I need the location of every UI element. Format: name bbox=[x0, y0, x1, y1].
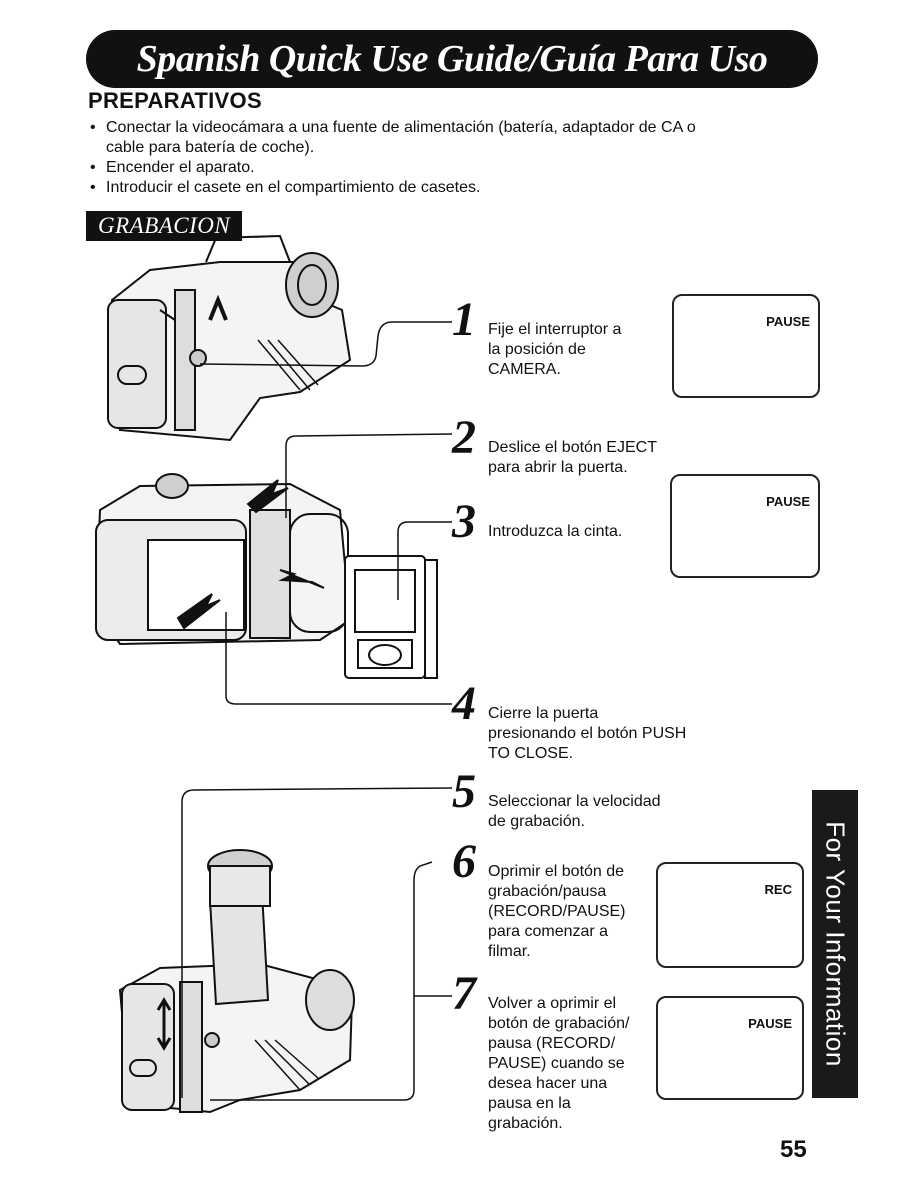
step-4-text: Cierre la puerta presionando el botón PU… bbox=[488, 704, 748, 764]
viewfinder-screen-1: PAUSE bbox=[672, 294, 820, 398]
step-1-number: 1 bbox=[452, 293, 476, 346]
step-7-line-7: grabación. bbox=[488, 1115, 563, 1132]
preparativos-heading: PREPARATIVOS bbox=[88, 88, 262, 113]
step-4-line-2: presionando el botón PUSH bbox=[488, 725, 687, 742]
camcorder-illustration-2 bbox=[94, 473, 438, 679]
camcorder-illustration-3 bbox=[118, 849, 355, 1114]
step-1-line-2: la posición de bbox=[488, 341, 586, 358]
screen-2-status: PAUSE bbox=[766, 494, 810, 509]
step-4-line-3: TO CLOSE. bbox=[488, 745, 574, 762]
step-7-line-2: botón de grabación/ bbox=[488, 1015, 630, 1032]
step-2-text: Deslice el botón EJECT para abrir la pue… bbox=[488, 438, 708, 478]
grabacion-heading: GRABACION bbox=[86, 211, 243, 241]
step-3-text: Introduzca la cinta. bbox=[488, 522, 688, 542]
step-6-line-5: filmar. bbox=[488, 943, 531, 960]
page-number: 55 bbox=[780, 1136, 807, 1163]
step-5-line-1: Seleccionar la velocidad bbox=[488, 793, 661, 810]
screen-1-status: PAUSE bbox=[766, 314, 810, 329]
step-3-number: 3 bbox=[452, 495, 476, 548]
step-5-line-2: de grabación. bbox=[488, 813, 585, 830]
page-title-banner: Spanish Quick Use Guide/Guía Para Uso Rá… bbox=[86, 30, 818, 138]
side-tab-label: For Your Information bbox=[820, 821, 851, 1067]
step-7-number: 7 bbox=[452, 967, 476, 1020]
step-7-text: Volver a oprimir el botón de grabación/ … bbox=[488, 994, 668, 1134]
step-1-line-1: Fije el interruptor a bbox=[488, 321, 622, 338]
viewfinder-screen-3: REC bbox=[656, 862, 804, 968]
step-6-line-2: grabación/pausa bbox=[488, 883, 607, 900]
step-7-line-5: desea hacer una bbox=[488, 1075, 608, 1092]
step-6-number: 6 bbox=[452, 835, 476, 888]
step-6-line-4: para comenzar a bbox=[488, 923, 609, 940]
preparativos-list: Conectar la videocámara a una fuente de … bbox=[88, 118, 808, 198]
viewfinder-screen-4: PAUSE bbox=[656, 996, 804, 1100]
step-4-number: 4 bbox=[452, 677, 476, 730]
bullet-3-text: Introducir el casete en el compartimient… bbox=[106, 179, 481, 196]
side-section-tab: For Your Information bbox=[812, 790, 858, 1098]
bullet-2-text: Encender el aparato. bbox=[106, 159, 255, 176]
bullet-1: Conectar la videocámara a una fuente de … bbox=[88, 118, 808, 158]
step-7-line-6: pausa en la bbox=[488, 1095, 571, 1112]
step-7-line-1: Volver a oprimir el bbox=[488, 995, 617, 1012]
step-1-text: Fije el interruptor a la posición de CAM… bbox=[488, 320, 688, 380]
bullet-1-line-1: Conectar la videocámara a una fuente de … bbox=[106, 119, 696, 136]
step-7-line-3: pausa (RECORD/ bbox=[488, 1035, 616, 1052]
camcorder-illustration-1 bbox=[107, 234, 352, 442]
step-6-line-1: Oprimir el botón de bbox=[488, 863, 625, 880]
step-7-line-4: PAUSE) cuando se bbox=[488, 1055, 625, 1072]
step-4-line-1: Cierre la puerta bbox=[488, 705, 599, 722]
screen-3-status: REC bbox=[764, 882, 792, 897]
bullet-1-line-2: cable para batería de coche). bbox=[106, 139, 315, 156]
screen-4-status: PAUSE bbox=[748, 1016, 792, 1031]
step-2-number: 2 bbox=[452, 411, 476, 464]
step-6-line-3: (RECORD/PAUSE) bbox=[488, 903, 626, 920]
step-1-line-3: CAMERA. bbox=[488, 361, 561, 378]
bullet-3: Introducir el casete en el compartimient… bbox=[88, 178, 808, 198]
step-5-text: Seleccionar la velocidad de grabación. bbox=[488, 792, 728, 832]
bullet-2: Encender el aparato. bbox=[88, 158, 808, 178]
step-2-line-1: Deslice el botón EJECT bbox=[488, 439, 657, 456]
viewfinder-screen-2: PAUSE bbox=[670, 474, 820, 578]
step-5-number: 5 bbox=[452, 765, 476, 818]
step-2-line-2: para abrir la puerta. bbox=[488, 459, 628, 476]
step-3-line-1: Introduzca la cinta. bbox=[488, 523, 623, 540]
step-6-text: Oprimir el botón de grabación/pausa (REC… bbox=[488, 862, 678, 962]
